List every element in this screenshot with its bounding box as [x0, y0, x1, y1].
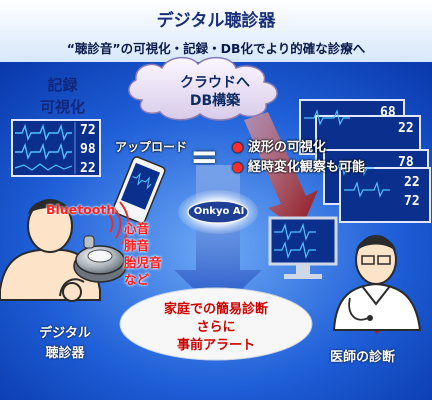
record-label: 記録	[47, 76, 78, 94]
bluetooth-label: Bluetooth	[46, 202, 116, 217]
bullet-icon: ●	[232, 140, 244, 155]
cloud-label-2: DB構築	[189, 93, 241, 109]
equals-sign: =	[190, 137, 219, 177]
ai-label: Onkyo AI	[193, 206, 245, 217]
sound-type: 胎児音	[124, 255, 162, 270]
feature-item: ● 波形の可視化	[232, 136, 326, 155]
feature-text: 波形の可視化	[247, 140, 326, 155]
stack-reading: 22	[398, 121, 414, 136]
sound-type: 心音	[124, 221, 150, 236]
monitor-reading: 72	[80, 123, 96, 138]
stack-reading: 72	[404, 194, 420, 209]
cloud-to-doctor-arrow	[244, 112, 318, 232]
feature-item: ● 経時変化観察も可能	[232, 156, 365, 175]
upload-label: アップロード	[115, 140, 188, 154]
ai-badge	[187, 200, 249, 224]
page-subtitle: “聴診音”の可視化・記録・DB化でより的確な診療へ	[66, 41, 366, 56]
doctor-monitor	[268, 216, 338, 279]
bluetooth-waves	[107, 201, 130, 245]
home-line: 家庭での簡易診断	[163, 302, 268, 317]
record-visualize-label: 記録 可視化	[40, 74, 85, 118]
digital-stethoscope	[73, 235, 127, 283]
monitor-stack: 68 22 78 22 72	[299, 99, 431, 223]
doctor-label: 医師の診断	[330, 350, 396, 365]
smartphone	[112, 156, 166, 224]
sound-type: 肺音	[124, 238, 150, 253]
header-band	[0, 0, 432, 62]
stack-reading: 78	[398, 155, 414, 170]
sound-type: など	[124, 272, 150, 287]
visualize-label: 可視化	[40, 98, 86, 116]
cloud	[128, 56, 278, 121]
home-line: 事前アラート	[176, 338, 255, 353]
device-label-2: 聴診器	[45, 346, 85, 361]
stack-reading: 22	[404, 175, 420, 190]
record-monitor: 72 98 22	[11, 119, 101, 177]
feature-text: 経時変化観察も可能	[247, 160, 365, 175]
stack-reading: 68	[380, 105, 396, 120]
monitor-reading: 98	[80, 142, 96, 157]
bullet-icon: ●	[232, 160, 244, 175]
cloud-label-1: クラウドへ	[180, 75, 250, 91]
home-line: さらに	[196, 320, 236, 335]
device-label-1: デジタル	[39, 326, 91, 341]
monitor-reading: 22	[80, 161, 96, 176]
doctor-figure	[332, 235, 422, 331]
page-title: デジタル聴診器	[156, 11, 276, 31]
home-diagnosis-bubble	[119, 287, 313, 361]
